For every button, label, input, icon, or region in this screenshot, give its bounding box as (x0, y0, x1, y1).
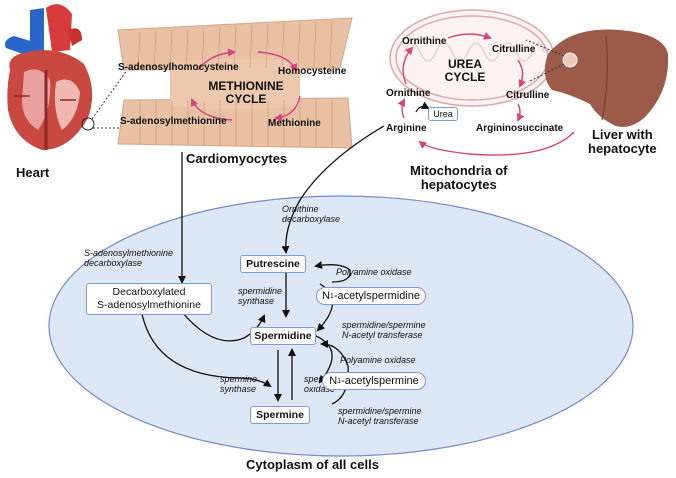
mitochondria-label: Mitochondria of hepatocytes (410, 163, 508, 193)
methionine-cycle-title-1: METHIONINE (208, 79, 284, 93)
spermidine-synthase-enzyme: spermidine synthase (238, 286, 283, 307)
methionine-cycle-title-2: CYCLE (225, 92, 267, 107)
spermidine-box: Spermidine (250, 327, 316, 345)
ornithine-top-label: Ornithine (402, 36, 447, 47)
ornithine-left-label: Ornithine (386, 88, 431, 99)
sah-label: S-adenosylhomocysteine (118, 62, 239, 73)
methionine-label: Methionine (268, 118, 321, 129)
n1-acetylspermidine-text: -acetylspermidine (333, 290, 421, 302)
n1-acetylspermidine-n: N (321, 290, 330, 302)
n1-acetylspermine-text: -acetylspermine (341, 375, 419, 387)
citrulline-right-label: Citrulline (506, 90, 550, 101)
n1-acetylspermidine-sup: 1 (329, 292, 334, 300)
heart-label: Heart (16, 165, 50, 180)
pathway-arrows (141, 125, 385, 405)
ssat-1-enzyme: spermidine/spermine N-acetyl transferase (342, 320, 426, 341)
putrescine-box: Putrescine (240, 255, 306, 273)
n1-acetylspermine-sup: 1 (337, 377, 342, 385)
heart-zoom-circle (81, 117, 95, 131)
ssat-2-enzyme: spermidine/spermine N-acetyl transferase (338, 406, 422, 427)
cytoplasm-label: Cytoplasm of all cells (246, 457, 379, 472)
pao-2-enzyme: Polyamine oxidase (340, 355, 416, 365)
urea-box: Urea (428, 107, 458, 121)
sam-label: S-adenosylmethionine (120, 116, 227, 127)
samdc-enzyme: S-adenosylmethionine decarboxylase (84, 248, 174, 269)
methionine-cycle-arrows (190, 48, 301, 122)
mitochondrion-illustration (389, 9, 555, 107)
odc-enzyme: Ornithine decarboxylase (282, 204, 341, 225)
homocysteine-label: Homocysteine (278, 66, 347, 77)
dcsam-box: Decarboxylated S-adenosylmethionine (86, 283, 212, 315)
liver-illustration (544, 29, 669, 127)
methionine-cycle-title: METHIONINE CYCLE (198, 79, 294, 107)
citrulline-top-label: Citrulline (492, 44, 536, 55)
urea-cycle-title-2: CYCLE (444, 70, 486, 85)
spermine-box: Spermine (250, 406, 310, 424)
n1-acetylspermine-n: N (329, 375, 338, 387)
urea-output-arrow (415, 101, 430, 113)
cardiomyocytes-label: Cardiomyocytes (186, 151, 288, 166)
cytoplasm-ellipse (48, 195, 634, 457)
spermine-synthase-enzyme: spermine synthase (220, 374, 258, 395)
urea-cycle-arrows (397, 32, 575, 156)
cardiomyocyte-illustration (117, 17, 353, 149)
arginine-label: Arginine (386, 123, 427, 134)
pao-1-enzyme: Polyamine oxidase (336, 267, 412, 277)
argininosuccinate-label: Argininosuccinate (476, 123, 564, 134)
urea-cycle-title-1: UREA (447, 57, 482, 71)
liver-label: Liver with hepatocyte (588, 127, 657, 157)
heart-illustration (5, 4, 93, 150)
urea-cycle-title: UREA CYCLE (440, 57, 490, 85)
